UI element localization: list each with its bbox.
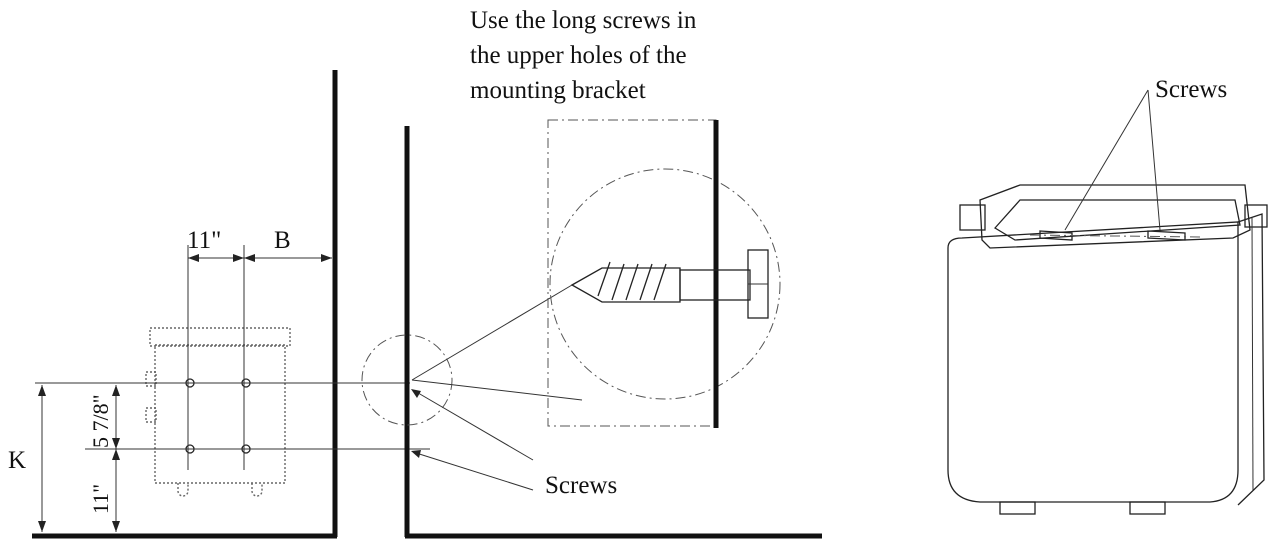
top-screw-left xyxy=(1039,230,1073,241)
mounting-holes xyxy=(185,378,251,454)
screw-arrow-lower xyxy=(411,450,421,458)
arrow-b-left xyxy=(244,254,255,262)
note-text: Use the long screws in the upper holes o… xyxy=(470,7,697,104)
screw-arrow-upper xyxy=(411,389,421,398)
arrow-11b-bottom xyxy=(112,521,120,532)
unit-body-front xyxy=(947,221,1239,503)
bracket-top-flange xyxy=(149,327,291,347)
arrow-k-bottom xyxy=(38,521,46,532)
bracket-foot-left xyxy=(177,483,189,497)
top-screw-right xyxy=(1147,230,1186,241)
arrow-578-bottom xyxy=(112,438,120,449)
screws-label-middle: Screws xyxy=(545,472,617,499)
arrow-11b-top xyxy=(112,449,120,460)
note-line-1: Use the long screws in xyxy=(470,7,697,34)
detail-frame xyxy=(547,119,717,427)
unit-top-rim xyxy=(979,184,1251,249)
detail-circle-small xyxy=(361,334,453,426)
note-line-2: the upper holes of the xyxy=(470,42,687,69)
screws-label-right: Screws xyxy=(1155,76,1227,103)
unit-right-tab xyxy=(1244,204,1268,228)
left-dimension-labels: 11" B K 5 7/8" 11" xyxy=(8,227,291,514)
bracket-plate xyxy=(154,344,286,484)
unit-body-side xyxy=(1237,213,1265,506)
left-wall-elevation xyxy=(32,70,338,539)
unit-isometric: Screws xyxy=(947,76,1268,515)
dim-label-k: K xyxy=(8,447,26,474)
screw-callout-middle: Screws xyxy=(411,389,617,499)
screw-threads xyxy=(597,261,667,301)
mounting-bracket-outline xyxy=(145,327,291,497)
bracket-foot-right xyxy=(251,483,263,497)
arrow-11-right xyxy=(233,254,244,262)
screw-body xyxy=(679,269,751,301)
unit-side-edge xyxy=(1251,217,1254,491)
leader-to-detail-top xyxy=(411,284,573,381)
leader-to-detail-bottom xyxy=(411,379,583,401)
screw-leader-lower xyxy=(412,451,534,491)
dim-label-11-bottom: 11" xyxy=(88,484,113,514)
unit-foot-right xyxy=(1129,501,1166,515)
middle-wall-section xyxy=(404,126,822,539)
unit-left-tab xyxy=(959,204,986,231)
left-dimension-lines xyxy=(35,245,430,532)
arrow-b-right xyxy=(321,254,332,262)
screw-detail-view xyxy=(547,119,781,428)
bracket-side-tab-lower xyxy=(145,407,157,423)
dim-label-b: B xyxy=(274,227,291,254)
top-screw-axis xyxy=(1029,234,1201,238)
screws-leader-left xyxy=(1064,89,1149,231)
screw-shank xyxy=(570,267,681,303)
screws-leader-right xyxy=(1147,89,1161,231)
unit-foot-left xyxy=(999,501,1036,515)
arrow-k-top xyxy=(38,385,46,396)
arrow-578-top xyxy=(112,385,120,396)
bracket-side-tab-upper xyxy=(145,371,157,387)
arrow-11-left xyxy=(188,254,199,262)
unit-top-opening xyxy=(993,199,1241,241)
note-line-3: mounting bracket xyxy=(470,77,646,104)
detail-circle-large xyxy=(549,168,781,400)
dim-label-5-7-8: 5 7/8" xyxy=(88,394,113,448)
screw-leader-upper xyxy=(412,389,534,461)
dim-label-11: 11" xyxy=(187,227,221,254)
